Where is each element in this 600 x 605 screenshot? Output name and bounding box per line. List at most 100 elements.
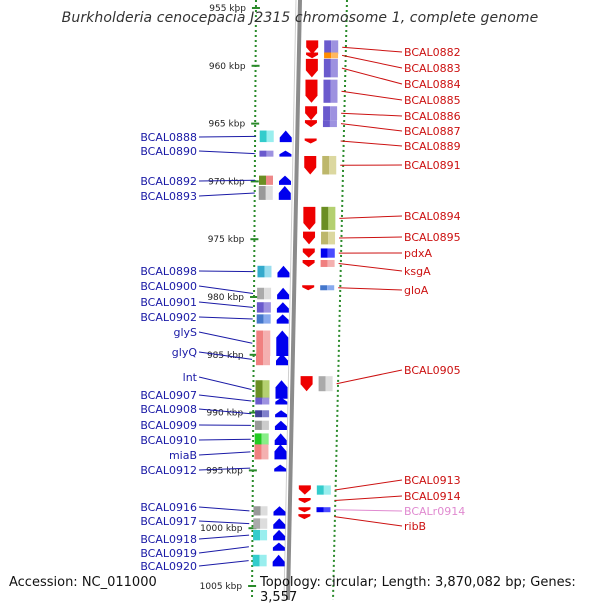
gene-block [320, 285, 327, 290]
gene-label-bcal0919[interactable]: BCAL0919 [140, 547, 197, 560]
forward-gene-arrow [279, 186, 291, 200]
gene-label-gloa[interactable]: gloA [404, 284, 429, 297]
gene-block [324, 59, 331, 77]
reverse-gene-arrow [303, 248, 315, 257]
gene-label-bcal0900[interactable]: BCAL0900 [140, 280, 197, 293]
gene-block [263, 331, 270, 356]
label-leader [199, 151, 255, 154]
gene-label-bcal0907[interactable]: BCAL0907 [140, 389, 197, 402]
gene-block [267, 131, 274, 143]
gene-label-pdxa[interactable]: pdxA [404, 247, 432, 260]
gene-label-bcal0912[interactable]: BCAL0912 [140, 464, 197, 477]
label-leader [199, 535, 249, 539]
right-gene-track [298, 40, 338, 519]
label-leader [199, 452, 250, 455]
gene-block [255, 433, 262, 445]
gene-label-bcal0920[interactable]: BCAL0920 [140, 560, 197, 573]
gene-label-ksga[interactable]: ksgA [404, 265, 431, 278]
gene-block [259, 186, 266, 200]
forward-gene-arrow [275, 421, 287, 430]
label-leader [341, 141, 402, 146]
gene-block [324, 485, 331, 494]
forward-gene-arrow [274, 465, 286, 472]
gene-block [330, 80, 337, 103]
gene-label-bcal0882[interactable]: BCAL0882 [404, 46, 461, 59]
gene-block [328, 248, 335, 257]
gene-block [253, 518, 260, 528]
scale-tick-label: 975 kbp [208, 235, 245, 245]
gene-block [323, 120, 330, 127]
scale-tick-label: 1000 kbp [200, 524, 243, 534]
gene-label-bcal0913[interactable]: BCAL0913 [404, 474, 461, 487]
gene-label-bcal0901[interactable]: BCAL0901 [140, 296, 197, 309]
gene-label-glys[interactable]: glyS [173, 326, 197, 339]
gene-block [331, 53, 338, 59]
gene-label-bcal0918[interactable]: BCAL0918 [140, 533, 197, 546]
gene-label-bcal0905[interactable]: BCAL0905 [404, 364, 461, 377]
gene-block [264, 266, 271, 278]
gene-block [253, 530, 260, 540]
gene-label-bcal0883[interactable]: BCAL0883 [404, 62, 461, 75]
scale-tick-label: 970 kbp [208, 177, 245, 187]
gene-label-bcal0895[interactable]: BCAL0895 [404, 231, 461, 244]
gene-label-bcal0914[interactable]: BCAL0914 [404, 490, 461, 503]
gene-label-bcal0898[interactable]: BCAL0898 [140, 265, 197, 278]
gene-block [266, 151, 273, 157]
gene-label-bcal0887[interactable]: BCAL0887 [404, 125, 461, 138]
gene-label-bcal0885[interactable]: BCAL0885 [404, 94, 461, 107]
gene-label-bcal0909[interactable]: BCAL0909 [140, 419, 197, 432]
gene-label-glyq[interactable]: glyQ [172, 346, 198, 359]
label-leader [339, 237, 402, 238]
gene-label-bcal0890[interactable]: BCAL0890 [140, 145, 197, 158]
gene-block [260, 555, 267, 567]
gene-block [321, 232, 328, 245]
label-leader [199, 439, 251, 440]
gene-label-bcal0916[interactable]: BCAL0916 [140, 501, 197, 514]
gene-block [260, 530, 267, 540]
gene-label-bcal0888[interactable]: BCAL0888 [140, 131, 197, 144]
gene-block [257, 314, 264, 323]
gene-block [321, 207, 328, 230]
forward-gene-arrow [277, 288, 289, 300]
gene-label-bcal0893[interactable]: BCAL0893 [140, 190, 197, 203]
gene-block [260, 506, 267, 515]
gene-label-bcalr0914[interactable]: BCALr0914 [404, 505, 465, 518]
gene-label-bcal0884[interactable]: BCAL0884 [404, 78, 461, 91]
forward-gene-arrow [273, 518, 285, 528]
label-leader [334, 517, 402, 526]
label-leader [338, 288, 402, 290]
gene-label-bcal0908[interactable]: BCAL0908 [140, 403, 197, 416]
forward-gene-arrow [273, 543, 285, 551]
forward-gene-arrow [280, 131, 292, 143]
gene-label-bcal0910[interactable]: BCAL0910 [140, 434, 197, 447]
gene-block [324, 53, 331, 59]
label-leader [199, 317, 253, 319]
gene-label-bcal0892[interactable]: BCAL0892 [140, 175, 197, 188]
gene-label-bcal0917[interactable]: BCAL0917 [140, 515, 197, 528]
gene-block [322, 156, 329, 174]
gene-label-bcal0886[interactable]: BCAL0886 [404, 110, 461, 123]
reverse-gene-arrow [305, 106, 317, 120]
gene-label-miab[interactable]: miaB [169, 449, 197, 462]
forward-gene-arrow [279, 151, 291, 157]
gene-label-ribb[interactable]: ribB [404, 520, 426, 533]
gene-label-bcal0902[interactable]: BCAL0902 [140, 311, 197, 324]
forward-gene-arrow [273, 555, 285, 567]
gene-block [321, 248, 328, 257]
gene-label-bcal0891[interactable]: BCAL0891 [404, 159, 461, 172]
gene-label-lnt[interactable]: lnt [183, 371, 198, 384]
label-leader [199, 561, 249, 566]
forward-gene-arrow [277, 266, 289, 278]
reverse-gene-arrow [299, 507, 311, 512]
label-leader [335, 496, 402, 500]
gene-block [330, 106, 337, 120]
gene-block [255, 398, 262, 405]
gene-labels: BCAL0888BCAL0890BCAL0892BCAL0893BCAL0898… [140, 46, 465, 573]
gene-block [256, 380, 263, 398]
gene-label-bcal0889[interactable]: BCAL0889 [404, 140, 461, 153]
gene-block [256, 354, 263, 366]
reverse-gene-arrow [305, 120, 317, 127]
gene-label-bcal0894[interactable]: BCAL0894 [404, 210, 461, 223]
